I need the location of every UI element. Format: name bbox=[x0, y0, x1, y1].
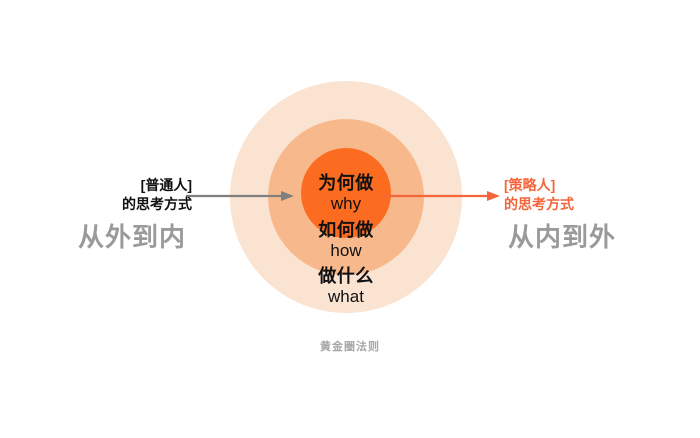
ring-label-what-cn: 做什么 bbox=[318, 266, 374, 286]
right-annotation-block: [策略人] 的思考方式 从内到外 bbox=[504, 176, 700, 252]
ring-label-what-en: what bbox=[328, 287, 364, 306]
ring-label-why-en: why bbox=[330, 194, 362, 213]
ring-label-why-cn: 为何做 bbox=[318, 173, 374, 193]
right-kicker-text: [策略人] 的思考方式 bbox=[504, 177, 574, 212]
arrow-right-icon-left bbox=[186, 191, 294, 201]
ring-inner-why bbox=[301, 148, 391, 238]
ring-label-how: 如何做 how bbox=[318, 221, 374, 259]
left-kicker-text: [普通人] 的思考方式 bbox=[122, 177, 192, 212]
left-annotation-block: [普通人] 的思考方式 从外到内 bbox=[0, 176, 192, 252]
ring-label-how-cn: 如何做 bbox=[318, 220, 374, 240]
right-headline-text: 从内到外 bbox=[508, 222, 617, 253]
left-headline-text: 从外到内 bbox=[77, 222, 186, 253]
arrow-right-icon-right bbox=[382, 191, 500, 201]
ring-label-why: 为何做 why bbox=[318, 174, 374, 212]
ring-label-what: 做什么 what bbox=[318, 267, 374, 305]
ring-label-stack: 为何做 why 如何做 how 做什么 what bbox=[230, 81, 462, 313]
diagram-caption: 黄金圈法则 bbox=[320, 341, 380, 353]
ring-label-how-en: how bbox=[330, 241, 362, 260]
